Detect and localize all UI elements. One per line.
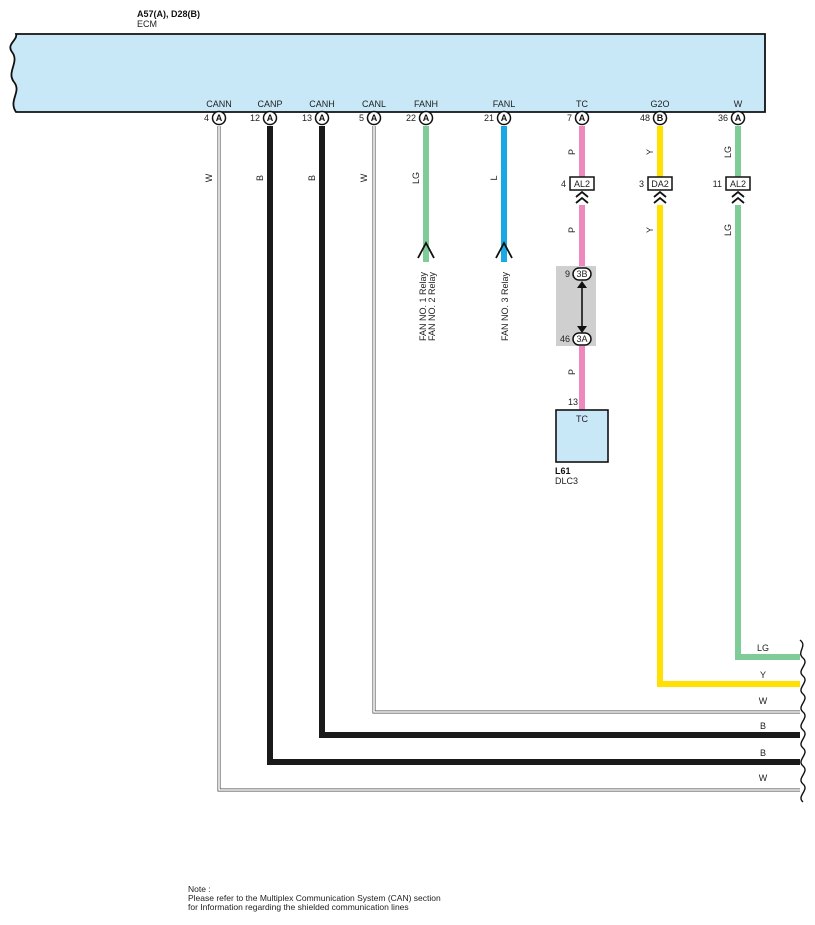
arrow-down-icon: [577, 326, 587, 333]
right-label-b1: B: [760, 721, 766, 731]
right-label-w2: W: [759, 773, 768, 783]
junction-g2o: DA2 3: [639, 176, 673, 204]
pin-w: A 36: [718, 110, 746, 126]
wire-cann: [217, 126, 800, 792]
arrow-up-icon: [417, 241, 435, 259]
splice-bottom-pin: 46: [560, 334, 570, 344]
relay-label-fan-3: FAN NO. 3 Relay: [500, 272, 510, 342]
ecm-name: ECM: [137, 19, 157, 29]
chevron-up-icon: [731, 190, 745, 204]
pin-conn-fanl: A: [501, 113, 508, 123]
ecm-box: [9, 33, 766, 113]
pin-name-canh: CANH: [309, 99, 335, 109]
pin-canl: A 5: [359, 110, 382, 126]
wire-canp: [267, 126, 800, 765]
pin-num-cann: 4: [204, 113, 209, 123]
chevron-up-icon: [653, 190, 667, 204]
wire-label-tc-mid: P: [567, 227, 577, 233]
wire-label-g2o-lower: Y: [645, 227, 655, 233]
wire-label-fanh: LG: [411, 172, 421, 184]
right-label-lg: LG: [757, 643, 769, 653]
wire-label-g2o-upper: Y: [645, 149, 655, 155]
pin-conn-canl: A: [371, 113, 378, 123]
junction-w-pin: 11: [713, 179, 722, 189]
right-label-b2: B: [760, 748, 766, 758]
junction-g2o-name: DA2: [651, 179, 669, 189]
relay-label-fan-2: FAN NO. 2 Relay: [427, 272, 437, 342]
pin-canh: A 13: [302, 110, 330, 126]
pin-num-w: 36: [718, 113, 728, 123]
splice-top-name: 3B: [576, 269, 587, 279]
splice-top-pin: 9: [565, 269, 570, 279]
junction-tc-name: AL2: [574, 179, 590, 189]
pin-name-g2o: G2O: [650, 99, 669, 109]
pin-num-tc: 7: [567, 113, 572, 123]
junction-g2o-pin: 3: [639, 179, 644, 189]
dlc3-connector: 13 TC L61 DLC3: [555, 397, 609, 486]
pin-conn-canp: A: [267, 113, 274, 123]
pin-fanh: A 22: [406, 110, 434, 126]
wire-g2o-lower: [657, 205, 800, 687]
pin-num-fanl: 21: [484, 113, 494, 123]
relay-label-fan-1: FAN NO. 1 Relay: [418, 272, 428, 342]
pin-name-fanh: FANH: [414, 99, 438, 109]
junction-w: AL2 11: [713, 176, 751, 204]
pin-fanl: A 21: [484, 110, 512, 126]
pin-num-g2o: 48: [640, 113, 650, 123]
wire-label-w-upper: LG: [723, 146, 733, 158]
pin-name-cann: CANN: [206, 99, 232, 109]
pin-name-w: W: [734, 99, 743, 109]
dlc-pin: 13: [568, 397, 578, 407]
wire-label-canl: W: [359, 173, 369, 182]
pin-conn-w: A: [735, 113, 742, 123]
pin-cann: A 4: [204, 110, 227, 126]
pin-name-canl: CANL: [362, 99, 386, 109]
junction-tc: AL2 4: [561, 176, 595, 204]
pin-num-canp: 12: [250, 113, 260, 123]
pin-conn-canh: A: [319, 113, 326, 123]
pin-conn-fanh: A: [423, 113, 430, 123]
break-line: [799, 639, 806, 803]
wire-label-canh: B: [307, 175, 317, 181]
pin-canp: A 12: [250, 110, 278, 126]
wire-label-tc-upper: P: [567, 149, 577, 155]
arrow-up-icon: [577, 281, 587, 288]
chevron-up-icon: [575, 190, 589, 204]
pin-conn-tc: A: [579, 113, 586, 123]
splice-block: 3B 9 3A 46: [556, 266, 596, 346]
note-line-1: Please refer to the Multiplex Communicat…: [188, 893, 441, 903]
note-line-2: for Information regarding the shielded c…: [188, 902, 409, 912]
pin-num-fanh: 22: [406, 113, 416, 123]
wire-label-w-lower: LG: [723, 224, 733, 236]
right-label-w1: W: [759, 696, 768, 706]
dlc-pin-label: TC: [576, 414, 588, 424]
splice-bottom-name: 3A: [576, 334, 587, 344]
pin-conn-cann: A: [216, 113, 223, 123]
pin-name-tc: TC: [576, 99, 588, 109]
pin-num-canh: 13: [302, 113, 312, 123]
pin-name-fanl: FANL: [493, 99, 516, 109]
wire-label-fanl: L: [489, 175, 499, 180]
junction-tc-pin: 4: [561, 179, 566, 189]
arrow-up-icon: [495, 241, 513, 259]
pin-num-canl: 5: [359, 113, 364, 123]
ecm-connector-title: A57(A), D28(B): [137, 9, 200, 19]
wire-label-tc-lower: P: [567, 369, 577, 375]
dlc-id: L61: [555, 466, 571, 476]
junction-w-name: AL2: [730, 179, 746, 189]
right-label-y: Y: [760, 670, 766, 680]
pin-g2o: B 48: [640, 110, 668, 126]
pin-conn-g2o: B: [657, 113, 664, 123]
wire-canh: [319, 126, 800, 738]
pin-tc: A 7: [567, 110, 590, 126]
wire-w-lower: [735, 205, 800, 660]
dlc-name: DLC3: [555, 476, 578, 486]
note-block: Note : Please refer to the Multiplex Com…: [188, 885, 441, 912]
pin-name-canp: CANP: [257, 99, 282, 109]
wire-label-canp: B: [255, 175, 265, 181]
wire-label-cann: W: [204, 173, 214, 182]
note-title: Note :: [188, 884, 211, 894]
